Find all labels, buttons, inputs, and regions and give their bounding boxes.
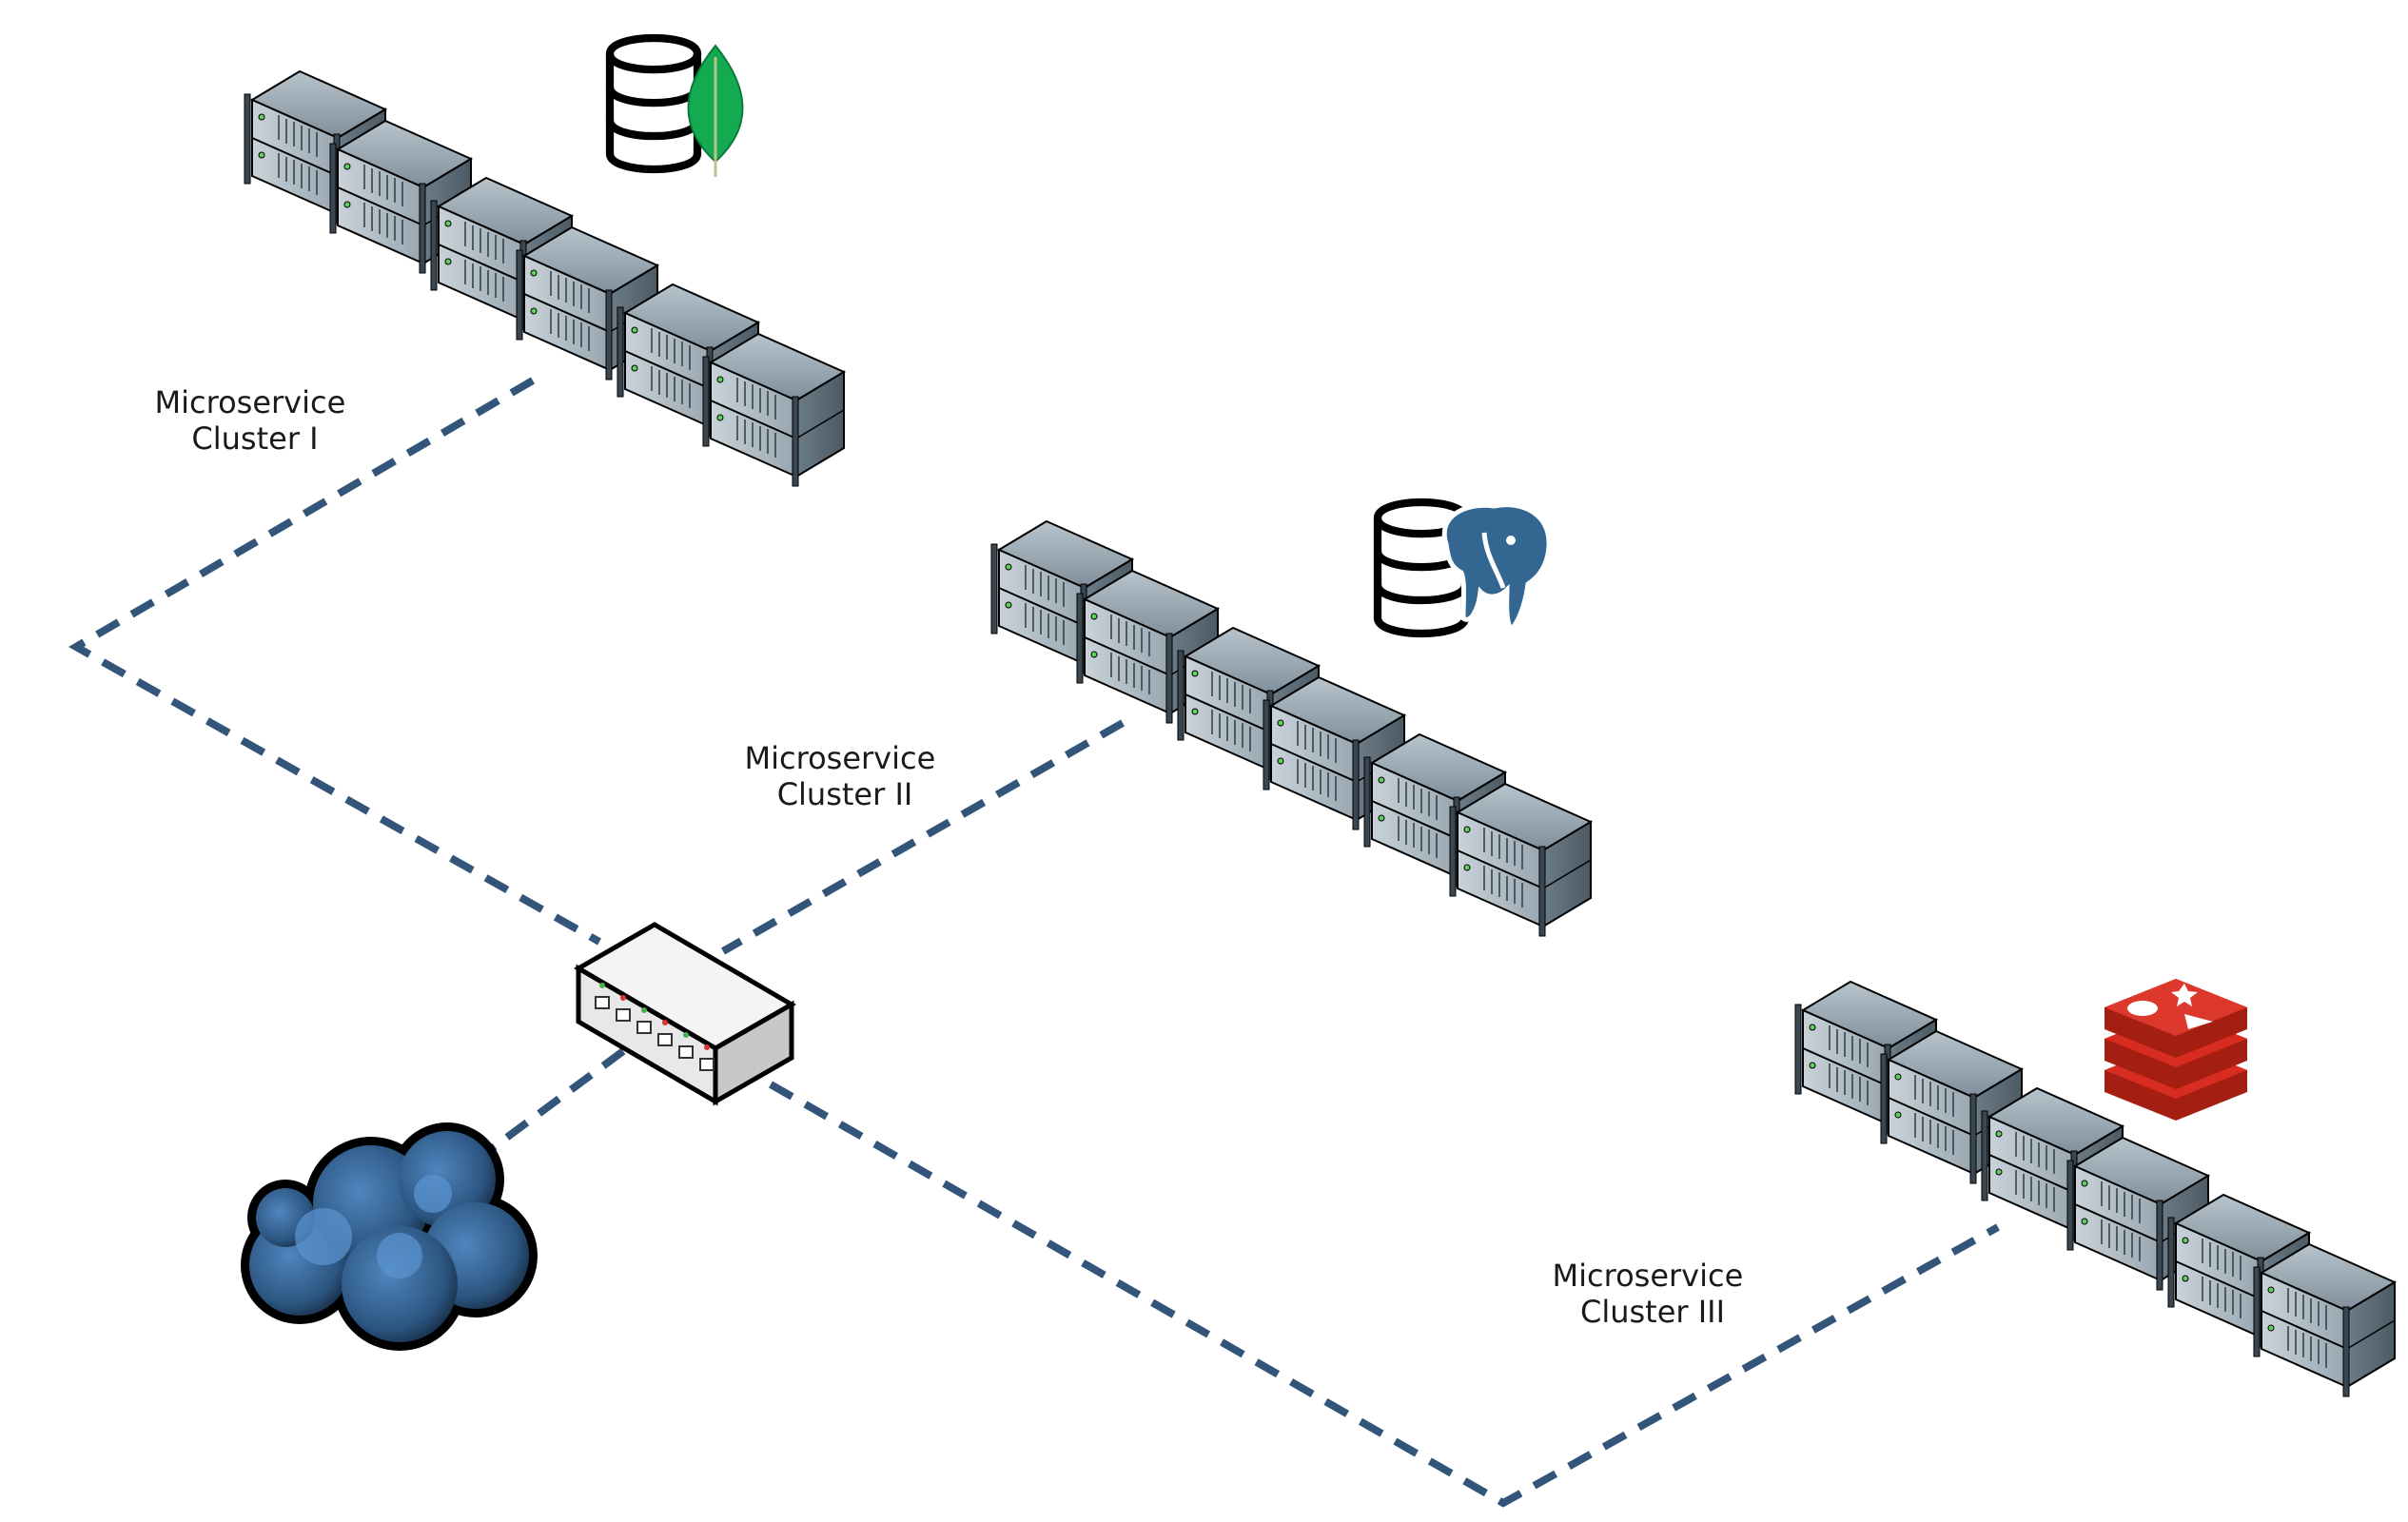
link-cluster-3 xyxy=(769,1081,2000,1508)
cluster-2: Microservice Cluster II xyxy=(745,502,1591,936)
cluster-2-label: Microservice Cluster II xyxy=(745,740,946,812)
link-cluster-2 xyxy=(721,719,1125,955)
link-cluster-1 xyxy=(68,377,601,946)
cluster-1-label: Microservice Cluster I xyxy=(155,384,356,457)
cluster-3: Microservice Cluster III xyxy=(1553,979,2395,1396)
server-row-cluster-1 xyxy=(245,71,844,486)
server-row-cluster-3 xyxy=(1795,982,2395,1396)
network-links xyxy=(68,377,2000,1508)
link-cloud xyxy=(473,1047,626,1164)
network-switch-icon xyxy=(574,922,796,1106)
postgresql-icon xyxy=(1378,502,1552,634)
cluster-3-label: Microservice Cluster III xyxy=(1553,1258,1753,1330)
internet-cloud-icon xyxy=(241,1122,538,1351)
redis-icon xyxy=(2105,979,2247,1121)
mongodb-icon xyxy=(610,38,744,177)
cluster-1: Microservice Cluster I xyxy=(155,38,844,486)
